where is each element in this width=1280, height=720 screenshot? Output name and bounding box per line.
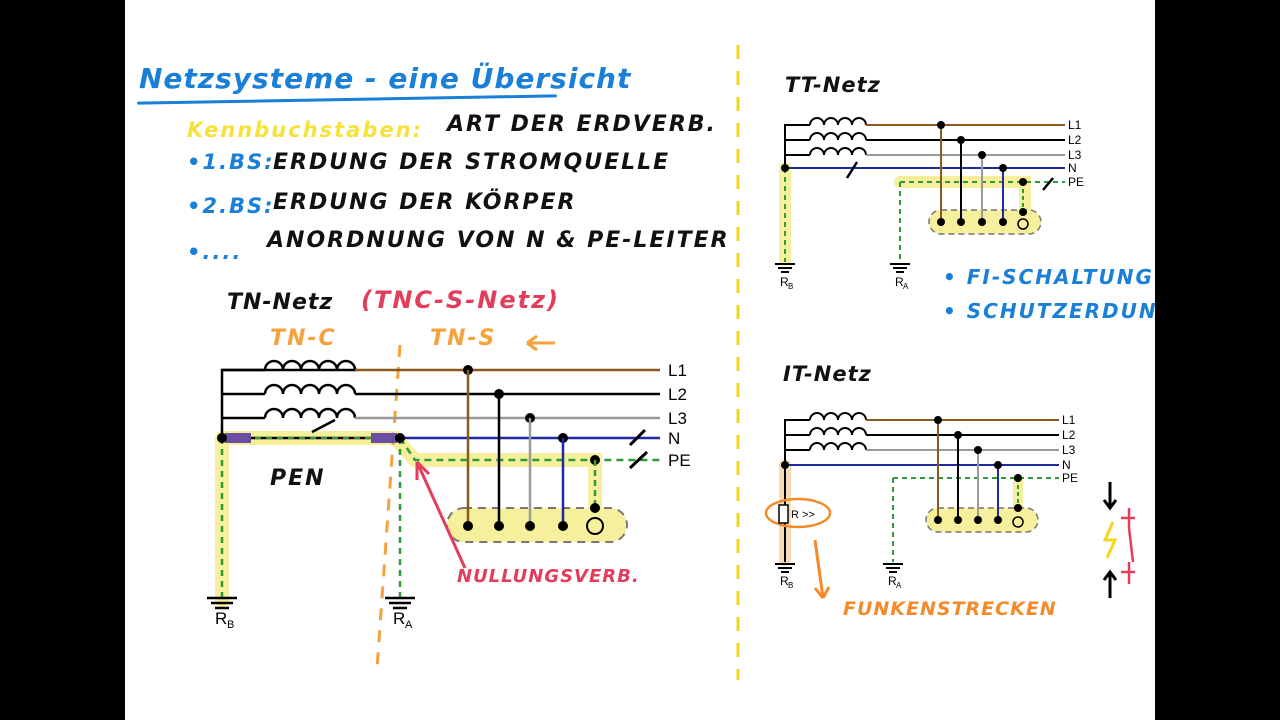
page-title: Netzsysteme - eine Übersicht [139,62,632,95]
svg-text:A: A [405,619,413,631]
whiteboard-page: L1 L2 L3 N PE L1 L2 L3 N PE L1 L2 L3 N P… [125,0,1155,720]
svg-text:B: B [788,581,793,590]
arrow-icon [415,460,467,569]
arrow-icon [813,539,831,599]
diagram-canvas: L1 L2 L3 N PE L1 L2 L3 N PE L1 L2 L3 N P… [207,45,1135,680]
tns-label: TN-S [430,326,497,351]
tn-label-l3: L3 [668,409,687,428]
coil-icon [263,359,357,419]
svg-text:B: B [227,619,234,631]
tt-label-n: N [1068,161,1077,175]
it-label-l1: L1 [1062,413,1076,427]
tt-label-l3: L3 [1068,148,1082,162]
bullet-text-3: ANORDNUNG VON N & PE-LEITER [267,228,730,253]
tn-label-l2: L2 [668,385,687,404]
tt-label-pe: PE [1068,175,1084,189]
tt-label-l1: L1 [1068,118,1082,132]
it-conductor-labels: L1 L2 L3 N PE [1062,413,1078,485]
it-label-l2: L2 [1062,428,1076,442]
ground-icon [207,596,415,610]
tt-netz-title: TT-Netz [785,73,881,97]
it-label-l3: L3 [1062,443,1076,457]
resistor-label: R >> [791,509,815,521]
ground-icon [775,563,903,573]
svg-text:R: R [393,609,405,628]
tt-netz-diagram [775,117,1065,273]
tn-label-pe: PE [668,451,691,470]
equipment-box [446,507,628,543]
tnc-label: TN-C [270,326,337,351]
tt-bullet-2: • SCHUTZERDUNG [943,299,1155,323]
tn-label-n: N [668,429,680,448]
tt-label-l2: L2 [1068,133,1082,147]
svg-text:A: A [903,282,909,291]
svg-text:B: B [788,282,793,291]
funkenstrecken-label: FUNKENSTRECKEN [843,598,1057,620]
switch-icon [628,428,649,470]
svg-text:A: A [896,581,902,590]
tt-conductor-labels: L1 L2 L3 N PE [1068,118,1084,189]
tt-bullet-1: • FI-SCHALTUNG [943,265,1154,289]
tn-label-l1: L1 [668,361,687,380]
svg-text:R: R [780,574,789,588]
nullung-label: NULLUNGSVERB. [457,566,640,587]
kennbuchstaben-label: Kennbuchstaben: [187,118,423,142]
pen-label: PEN [270,466,326,491]
tn-netz-title: TN-Netz [227,290,334,315]
svg-text:R: R [888,574,897,588]
bullet-marker-1: •1.BS: [187,150,275,174]
tn-pe-line [398,437,660,462]
spark-gap-icon [1102,482,1135,598]
tn-netz-subtitle: (TNC-S-Netz) [361,286,561,314]
bullet-marker-2: •2.BS: [187,194,275,218]
it-label-pe: PE [1062,471,1078,485]
tnc-tns-separator [375,344,402,669]
tn-conductor-labels: L1 L2 L3 N PE [668,361,691,470]
arrow-icon [526,334,555,352]
ground-icon [775,263,910,273]
it-label-n: N [1062,458,1071,472]
kennbuchstaben-text: ART DER ERDVERB. [447,112,717,137]
it-netz-title: IT-Netz [783,362,872,386]
tn-netz-diagram [207,334,660,669]
svg-text:R: R [780,275,789,289]
svg-text:R: R [895,275,904,289]
bullet-marker-3: •.... [187,240,243,264]
bullet-text-2: ERDUNG DER KÖRPER [273,190,577,215]
bullet-text-1: ERDUNG DER STROMQUELLE [273,150,671,175]
svg-text:R: R [215,609,227,628]
it-netz-diagram [764,412,1135,599]
